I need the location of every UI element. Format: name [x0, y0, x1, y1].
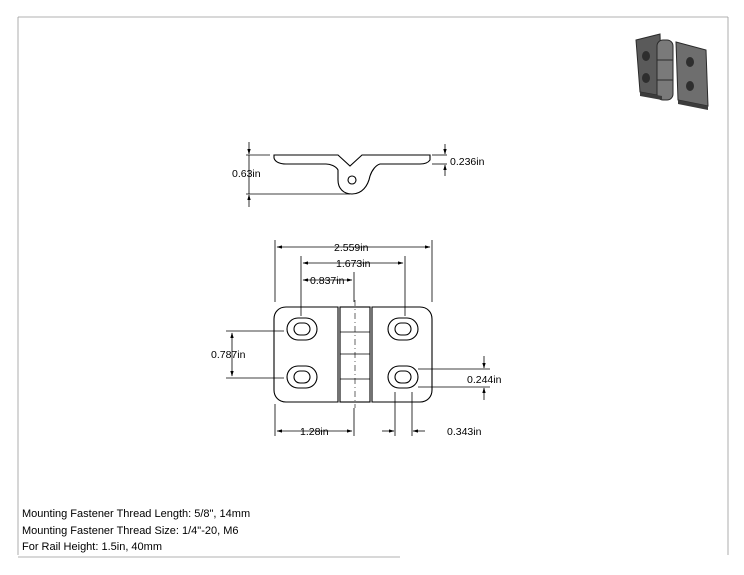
dim-hole-offset: 0.837in — [310, 275, 345, 287]
note-thread-size: Mounting Fastener Thread Size: 1/4"-20, … — [22, 525, 238, 537]
note-rail-height: For Rail Height: 1.5in, 40mm — [22, 541, 162, 553]
sheet-border — [17, 16, 729, 558]
dim-slot-height: 0.244in — [467, 374, 502, 386]
dim-hole-spacing-outer: 1.673in — [336, 258, 371, 270]
mounting-slot — [387, 365, 419, 389]
dim-overall-width: 2.559in — [334, 242, 369, 254]
mounting-slot — [286, 365, 318, 389]
side-view — [246, 142, 447, 207]
mounting-slot — [387, 317, 419, 341]
hinge-thumbnail-image — [635, 33, 709, 110]
dim-hole-vertical-spacing: 0.787in — [211, 349, 246, 361]
note-thread-length: Mounting Fastener Thread Length: 5/8", 1… — [22, 508, 250, 520]
dim-leaf-width: 1.28in — [300, 426, 329, 438]
mounting-slot — [286, 317, 318, 341]
front-view — [226, 240, 490, 436]
dim-height-total: 0.63in — [232, 168, 261, 180]
dim-slot-width: 0.343in — [447, 426, 482, 438]
dim-leaf-thickness: 0.236in — [450, 156, 485, 168]
